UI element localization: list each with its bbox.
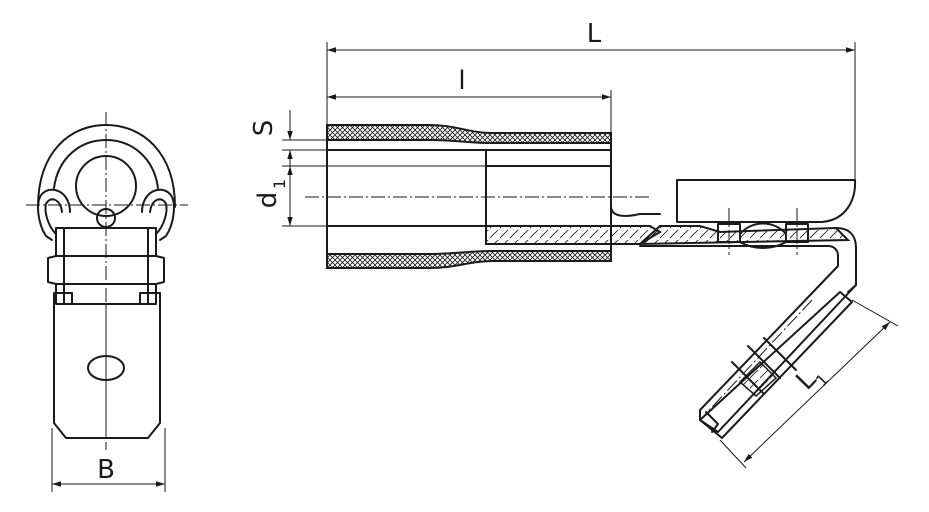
end-view: B: [26, 112, 188, 492]
blade-hatched: [738, 360, 778, 398]
barrel-wall-hatched: [485, 225, 662, 245]
spring-box: [676, 179, 857, 223]
end-view-right-curl: [141, 188, 175, 241]
insulation-top: [326, 124, 612, 144]
dim-label-d: d: [253, 192, 283, 209]
dim-label-L: L: [587, 19, 602, 49]
end-view-tab: [53, 292, 161, 439]
dim-label-S: S: [249, 120, 279, 137]
dim-line-L1: [743, 321, 891, 463]
section-view: L l S d 1 L 1: [249, 19, 899, 469]
end-view-left-curl: [37, 188, 71, 241]
dim-label-B: B: [97, 455, 115, 485]
dim-label-l: l: [458, 66, 465, 96]
contact-base-hatched: [637, 225, 851, 246]
dim-label-d-sub: 1: [270, 179, 289, 189]
contact-bend: [639, 227, 857, 433]
insulation-bottom: [326, 250, 612, 269]
